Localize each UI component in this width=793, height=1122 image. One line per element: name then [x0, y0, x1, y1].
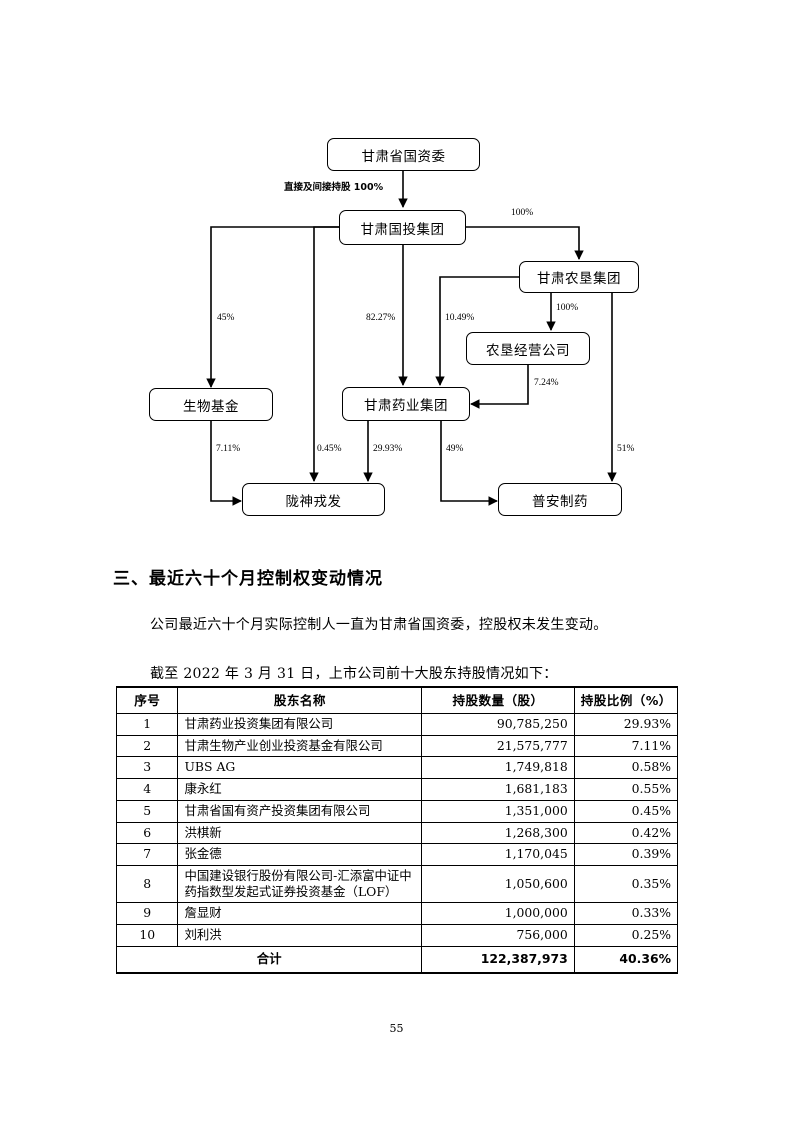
cell-percent: 0.35% — [573, 865, 679, 904]
cell-name: 中国建设银行股份有限公司-汇添富中证中药指数型发起式证券投资基金（LOF） — [177, 865, 423, 904]
cell-index: 8 — [115, 865, 179, 904]
diagram-node-longshen: 陇神戎发 — [242, 483, 385, 516]
ownership-structure-diagram: 甘肃省国资委 甘肃国投集团 甘肃农垦集团 农垦经营公司 生物基金 甘肃药业集团 … — [0, 0, 793, 545]
node-label: 陇神戎发 — [285, 493, 342, 510]
node-label: 生物基金 — [183, 398, 239, 415]
total-label: 合计 — [115, 945, 423, 974]
node-label: 甘肃药业集团 — [364, 398, 448, 414]
cell-index: 5 — [115, 799, 179, 823]
cell-quantity: 1,170,045 — [421, 843, 575, 867]
diagram-node-puan: 普安制药 — [498, 483, 622, 516]
table-row: 4 康永红 1,681,183 0.55% — [115, 778, 679, 801]
cell-index: 2 — [115, 734, 179, 758]
cell-quantity: 756,000 — [421, 924, 575, 947]
node-label: 甘肃国投集团 — [360, 221, 445, 238]
cell-name: 甘肃省国有资产投资集团有限公司 — [177, 799, 423, 823]
table-row: 3 UBS AG 1,749,818 0.58% — [115, 756, 679, 780]
diagram-connectors — [206, 171, 617, 506]
edge-label-nongken-to-operating: 100% — [555, 303, 580, 313]
cell-index: 6 — [115, 821, 179, 845]
edge-label-biofund-to-longshen: 7.11% — [215, 444, 242, 454]
cell-percent: 0.25% — [573, 924, 679, 947]
cell-percent: 0.33% — [573, 902, 679, 926]
diagram-node-guotou: 甘肃国投集团 — [339, 210, 466, 245]
column-header-name: 股东名称 — [177, 686, 423, 714]
diagram-node-yaoye: 甘肃药业集团 — [342, 387, 470, 421]
cell-name: 詹显财 — [177, 902, 423, 926]
cell-percent: 29.93% — [573, 713, 679, 736]
table-header-row: 序号 股东名称 持股数量（股） 持股比例（%） — [115, 686, 679, 714]
cell-percent: 0.42% — [573, 821, 679, 845]
cell-name: UBS AG — [177, 756, 423, 780]
cell-index: 9 — [115, 902, 179, 926]
table-row: 1 甘肃药业投资集团有限公司 90,785,250 29.93% — [115, 713, 679, 736]
table-row: 8 中国建设银行股份有限公司-汇添富中证中药指数型发起式证券投资基金（LOF） … — [115, 865, 679, 904]
total-quantity: 122,387,973 — [421, 945, 575, 974]
page-number: 55 — [389, 1022, 404, 1035]
cell-name: 刘利洪 — [177, 924, 423, 947]
cell-percent: 7.11% — [573, 734, 679, 758]
diagram-node-bio-fund: 生物基金 — [149, 388, 273, 421]
cell-name: 甘肃药业投资集团有限公司 — [177, 713, 423, 736]
edge-label-yaoye-to-puan: 49% — [445, 444, 465, 454]
edge-label-nongken-to-puan: 51% — [616, 444, 636, 454]
top-ten-shareholders-table: 序号 股东名称 持股数量（股） 持股比例（%） 1 甘肃药业投资集团有限公司 9… — [115, 686, 679, 974]
cell-name: 洪棋新 — [177, 821, 423, 845]
node-label: 甘肃农垦集团 — [537, 271, 621, 287]
edge-label-nongken-to-yaoye: 10.49% — [444, 313, 476, 323]
cell-quantity: 1,000,000 — [421, 902, 575, 926]
cell-percent: 0.39% — [573, 843, 679, 867]
edge-label-yaoye-to-longshen: 29.93% — [372, 444, 404, 454]
table-row: 7 张金德 1,170,045 0.39% — [115, 843, 679, 867]
cell-quantity: 1,050,600 — [421, 865, 575, 904]
diagram-node-nongken-operating: 农垦经营公司 — [466, 332, 590, 365]
node-label: 普安制药 — [532, 493, 588, 510]
diagram-node-nongken: 甘肃农垦集团 — [519, 261, 639, 293]
table-row: 2 甘肃生物产业创业投资基金有限公司 21,575,777 7.11% — [115, 734, 679, 758]
cell-name: 张金德 — [177, 843, 423, 867]
cell-quantity: 1,681,183 — [421, 778, 575, 801]
column-header-index: 序号 — [115, 686, 179, 714]
cell-quantity: 1,268,300 — [421, 821, 575, 845]
edge-label-operating-to-yaoye: 7.24% — [533, 378, 560, 388]
table-row: 6 洪棋新 1,268,300 0.42% — [115, 821, 679, 845]
edge-label-sasac-to-guotou: 直接及间接持股 100% — [283, 179, 385, 193]
cell-percent: 0.45% — [573, 799, 679, 823]
table-row: 9 詹显财 1,000,000 0.33% — [115, 902, 679, 926]
paragraph-top-ten-intro: 截至 2022 年 3 月 31 日，上市公司前十大股东持股情况如下： — [150, 666, 558, 682]
cell-name: 甘肃生物产业创业投资基金有限公司 — [177, 734, 423, 758]
edge-label-guotou-to-biofund: 45% — [216, 313, 236, 323]
total-percent: 40.36% — [573, 945, 679, 974]
table-total-row: 合计 122,387,973 40.36% — [115, 945, 679, 974]
table-row: 5 甘肃省国有资产投资集团有限公司 1,351,000 0.45% — [115, 799, 679, 823]
cell-quantity: 1,351,000 — [421, 799, 575, 823]
table-row: 10 刘利洪 756,000 0.25% — [115, 924, 679, 947]
cell-index: 7 — [115, 843, 179, 867]
cell-percent: 0.58% — [573, 756, 679, 780]
section-heading: 三、最近六十个月控制权变动情况 — [113, 569, 383, 589]
cell-index: 1 — [115, 713, 179, 736]
cell-index: 10 — [115, 924, 179, 947]
edge-label-guotou-to-longshen: 0.45% — [316, 444, 343, 454]
cell-name: 康永红 — [177, 778, 423, 801]
paragraph-control-unchanged: 公司最近六十个月实际控制人一直为甘肃省国资委，控股权未发生变动。 — [150, 617, 608, 633]
node-label: 甘肃省国资委 — [361, 148, 446, 165]
cell-quantity: 21,575,777 — [421, 734, 575, 758]
node-label: 农垦经营公司 — [486, 342, 570, 359]
cell-quantity: 1,749,818 — [421, 756, 575, 780]
cell-index: 3 — [115, 756, 179, 780]
diagram-node-sasac: 甘肃省国资委 — [327, 138, 480, 171]
edge-label-guotou-to-nongken: 100% — [510, 208, 535, 218]
column-header-quantity: 持股数量（股） — [421, 686, 575, 714]
cell-index: 4 — [115, 778, 179, 801]
cell-quantity: 90,785,250 — [421, 713, 575, 736]
column-header-percent: 持股比例（%） — [573, 686, 679, 714]
edge-label-guotou-to-yaoye: 82.27% — [365, 313, 397, 323]
cell-percent: 0.55% — [573, 778, 679, 801]
